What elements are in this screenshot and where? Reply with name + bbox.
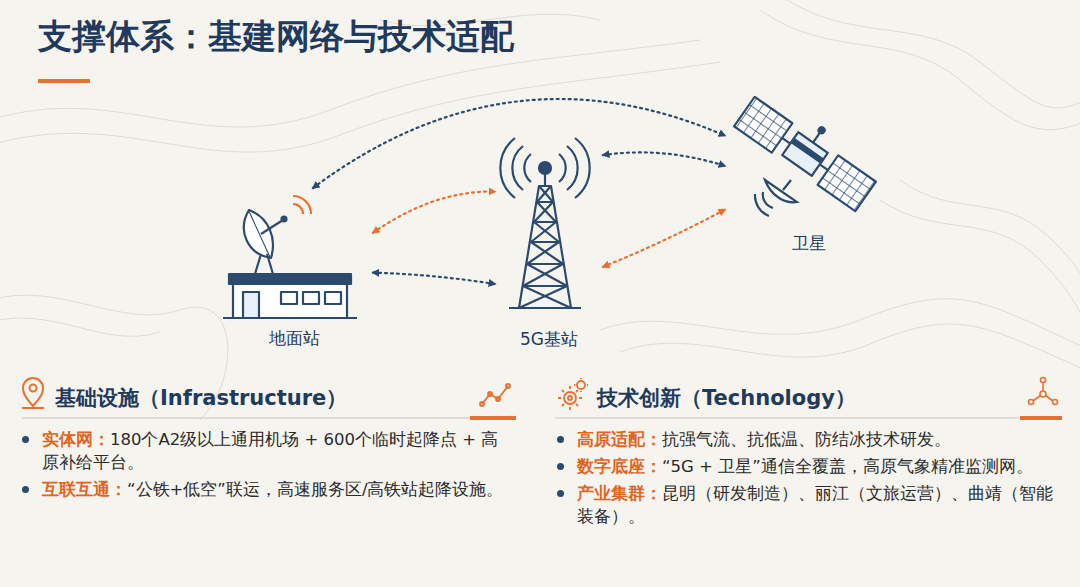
- bullet-text: 180个A2级以上通用机场 + 600个临时起降点 + 高原补给平台。: [42, 430, 498, 472]
- bullet-keyword: 数字底座：: [577, 457, 662, 476]
- bullet-text: “5G + 卫星”通信全覆盖，高原气象精准监测网。: [662, 457, 1033, 476]
- bullet-keyword: 实体网：: [42, 430, 110, 449]
- node-label: 地面站: [215, 327, 373, 350]
- station-node: 地面站: [215, 188, 373, 354]
- title-underline: [38, 79, 94, 85]
- station-node: 卫星: [725, 92, 893, 260]
- station-icon: [725, 92, 885, 227]
- link-arrow: [603, 152, 725, 165]
- bullet-keyword: 高原适配：: [577, 430, 662, 449]
- bullet-item: 实体网：180个A2级以上通用机场 + 600个临时起降点 + 高原补给平台。: [20, 428, 510, 474]
- section-heading: 技术创新（Technology）: [597, 384, 856, 412]
- bullet-text: “公铁+低空”联运，高速服务区/高铁站起降设施。: [127, 480, 503, 499]
- link-arrow: [603, 210, 725, 267]
- station-icon: [215, 188, 365, 323]
- bullet-dot: [22, 436, 29, 443]
- link-arrow: [373, 192, 495, 233]
- station-node: 5G基站: [495, 140, 603, 355]
- bullet-dot: [557, 436, 564, 443]
- node-label: 卫星: [725, 232, 893, 255]
- bullet-text: 抗强气流、抗低温、防结冰技术研发。: [662, 430, 951, 449]
- bullet-dot: [22, 486, 29, 493]
- page-title: 支撑体系：基建网络与技术适配: [38, 14, 514, 60]
- bullet-item: 产业集群：昆明（研发制造）、丽江（文旅运营）、曲靖（智能装备）。: [555, 482, 1060, 528]
- bullet-list: 实体网：180个A2级以上通用机场 + 600个临时起降点 + 高原补给平台。互…: [20, 428, 510, 505]
- bullet-keyword: 互联互通：: [42, 480, 127, 499]
- node-label: 5G基站: [495, 328, 603, 351]
- bullet-item: 高原适配：抗强气流、抗低温、防结冰技术研发。: [555, 428, 1060, 451]
- bullet-item: 互联互通：“公铁+低空”联运，高速服务区/高铁站起降设施。: [20, 478, 510, 501]
- link-arrow: [313, 99, 725, 188]
- bullet-keyword: 产业集群：: [577, 484, 662, 503]
- bullet-dot: [557, 463, 564, 470]
- station-icon: [495, 140, 595, 312]
- bullet-item: 数字底座：“5G + 卫星”通信全覆盖，高原气象精准监测网。: [555, 455, 1060, 478]
- link-arrow: [373, 273, 495, 284]
- bullet-list: 高原适配：抗强气流、抗低温、防结冰技术研发。数字底座：“5G + 卫星”通信全覆…: [555, 428, 1060, 532]
- bullet-dot: [557, 490, 564, 497]
- section-heading: 基础设施（Infrastructure）: [55, 384, 347, 412]
